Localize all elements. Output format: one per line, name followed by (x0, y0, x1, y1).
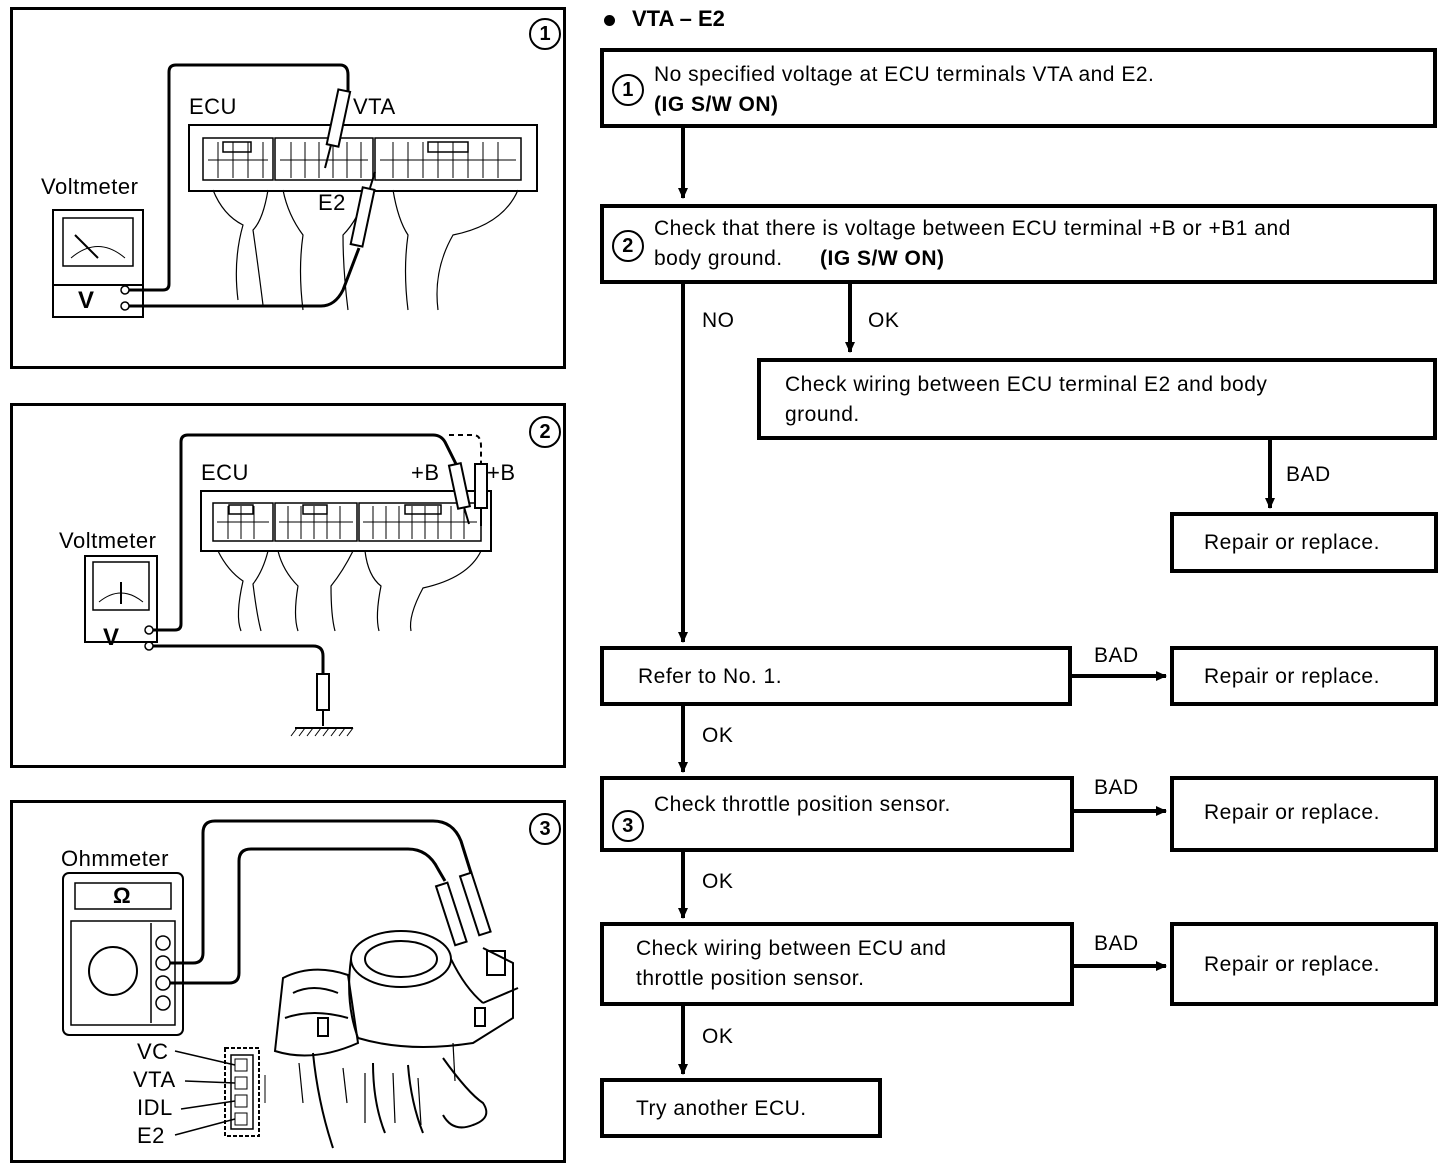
check-wiring-e2-box: Check wiring between ECU terminal E2 and… (757, 358, 1437, 440)
check-wiring-sensor-line2: throttle position sensor. (636, 967, 865, 990)
label-ok: OK (868, 309, 900, 332)
check-wiring-e2-line1: Check wiring between ECU terminal E2 and… (785, 373, 1268, 396)
repair-text: Repair or replace. (1204, 531, 1380, 554)
repair-text: Repair or replace. (1204, 801, 1380, 824)
step-2-text-line2: body ground. (654, 247, 783, 270)
label-ok: OK (702, 724, 734, 747)
voltmeter-ecu-b-terminal-drawing (84, 433, 492, 737)
panel-number-3: 3 (529, 813, 561, 845)
illustration-panel-3: Ohmmeter Ω VC VTA IDL E2 3 (10, 800, 566, 1163)
label-plus-b-2: +B (487, 460, 516, 485)
repair-text: Repair or replace. (1204, 953, 1380, 976)
step-1-text: No specified voltage at ECU terminals VT… (654, 63, 1155, 86)
repair-text: Repair or replace. (1204, 665, 1380, 688)
repair-box-1: Repair or replace. (1170, 512, 1438, 573)
label-idl: IDL (137, 1095, 173, 1120)
try-another-ecu-text: Try another ECU. (636, 1097, 807, 1120)
ohmmeter-throttle-sensor-drawing (62, 819, 519, 1149)
label-e2: E2 (137, 1123, 165, 1148)
panel-number-2: 2 (529, 416, 561, 448)
step-1-condition: (IG S/W ON) (654, 93, 779, 116)
label-e2: E2 (318, 190, 346, 215)
label-omega: Ω (113, 883, 132, 908)
step-number-1: 1 (612, 74, 644, 106)
step-3-text: Check throttle position sensor. (654, 793, 951, 816)
refer-box: Refer to No. 1. (600, 646, 1072, 706)
label-vc: VC (137, 1039, 169, 1064)
step-2-box: 2 Check that there is voltage between EC… (600, 204, 1437, 284)
label-ecu: ECU (201, 460, 249, 485)
check-wiring-sensor-box: Check wiring between ECU and throttle po… (600, 922, 1074, 1006)
label-vta: VTA (133, 1067, 176, 1092)
label-bad: BAD (1094, 776, 1139, 799)
step-number-3: 3 (612, 810, 644, 842)
label-vta: VTA (353, 94, 396, 119)
label-voltmeter: Voltmeter (59, 528, 157, 553)
step-number-2: 2 (612, 230, 644, 262)
check-wiring-e2-line2: ground. (785, 403, 860, 426)
label-ok: OK (702, 1025, 734, 1048)
label-v: V (103, 624, 120, 651)
page-title: VTA – E2 (632, 6, 725, 31)
step-2-condition: (IG S/W ON) (820, 247, 945, 270)
label-no: NO (702, 309, 735, 332)
label-bad: BAD (1286, 463, 1331, 486)
label-voltmeter: Voltmeter (41, 174, 139, 199)
bullet-icon (604, 15, 615, 26)
step-3-box: 3 Check throttle position sensor. (600, 776, 1074, 852)
repair-box-2: Repair or replace. (1170, 646, 1438, 706)
voltmeter-ecu-vta-e2-drawing (52, 63, 538, 318)
refer-text: Refer to No. 1. (638, 665, 783, 688)
label-bad: BAD (1094, 932, 1139, 955)
check-wiring-sensor-line1: Check wiring between ECU and (636, 937, 947, 960)
label-v: V (78, 287, 95, 314)
repair-box-3: Repair or replace. (1170, 776, 1438, 852)
label-bad: BAD (1094, 644, 1139, 667)
label-ok: OK (702, 870, 734, 893)
step-2-text-line1: Check that there is voltage between ECU … (654, 217, 1291, 240)
repair-box-4: Repair or replace. (1170, 922, 1438, 1006)
try-another-ecu-box: Try another ECU. (600, 1078, 882, 1138)
panel-number-1: 1 (529, 18, 561, 50)
label-ecu: ECU (189, 94, 237, 119)
illustration-panel-1: ECU VTA E2 Voltmeter V 1 (10, 7, 566, 369)
illustration-panel-2: ECU +B +B Voltmeter V 2 (10, 403, 566, 768)
label-ohmmeter: Ohmmeter (61, 846, 169, 871)
label-plus-b-1: +B (411, 460, 440, 485)
step-1-box: 1 No specified voltage at ECU terminals … (600, 48, 1437, 128)
